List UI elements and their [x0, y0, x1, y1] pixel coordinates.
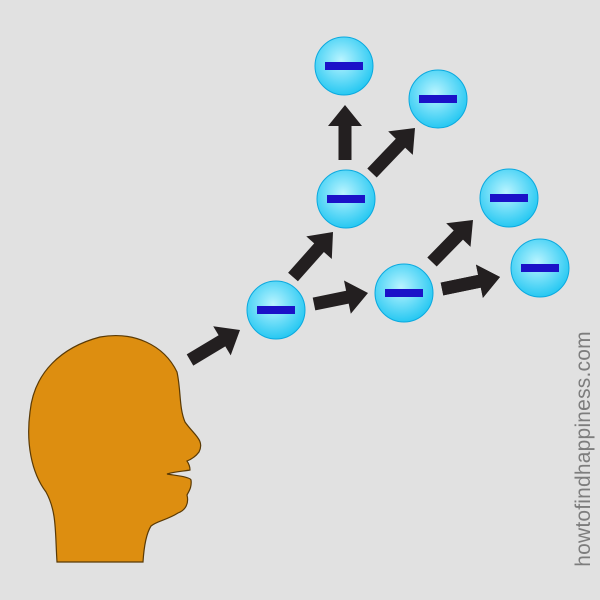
arrow-thought-6-to-thought-8 [440, 264, 500, 298]
negative-thought-minus-icon [316, 169, 376, 229]
minus-sign-icon [325, 62, 363, 70]
minus-sign-icon [490, 194, 528, 202]
arrow-thought-2-to-thought-5 [367, 128, 415, 178]
minus-sign-icon [385, 289, 423, 297]
negative-thought-minus-icon [408, 69, 468, 129]
arrow-head-to-thought-1 [186, 326, 240, 366]
minus-sign-icon [521, 264, 559, 272]
arrow-layer [186, 105, 500, 366]
arrow-thought-1-to-thought-3 [312, 280, 368, 314]
negative-thought-minus-icon [479, 168, 539, 228]
negative-thought-minus-icon [374, 263, 434, 323]
minus-sign-icon [327, 195, 365, 203]
arrow-thought-3-to-thought-6 [427, 220, 473, 267]
minus-sign-icon [419, 95, 457, 103]
bubble-layer [246, 36, 570, 340]
minus-sign-icon [257, 306, 295, 314]
negative-thought-minus-icon [510, 238, 570, 298]
negative-thought-minus-icon [246, 280, 306, 340]
human-head-profile-icon [28, 335, 202, 563]
negative-thought-minus-icon [314, 36, 374, 96]
arrow-thought-1-to-thought-2 [288, 232, 333, 282]
watermark-text: howtofindhappiness.com [572, 331, 595, 567]
arrow-thought-2-to-thought-4 [328, 105, 362, 160]
